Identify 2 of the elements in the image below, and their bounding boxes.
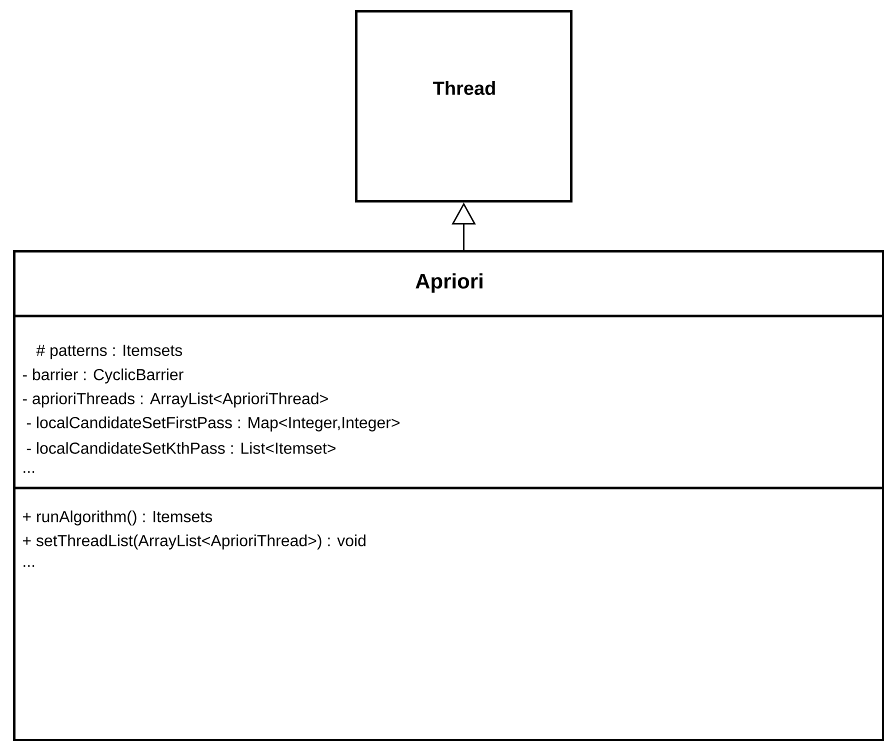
class-box: Apriori # patterns : Itemsets - barrier : CyclicBarrier - aprioriThreads : ArrayList<AprioriThread> - localCandidateSetFirstPass : Map<Integer,Integer> - localCandidateSetKthPass : List<Itemset> ... + runAlgorithm() : Itemsets + setThreadList(ArrayList<AprioriThread>) : void ... xyxy=(13,250,884,741)
class-box: Thread xyxy=(355,10,572,202)
